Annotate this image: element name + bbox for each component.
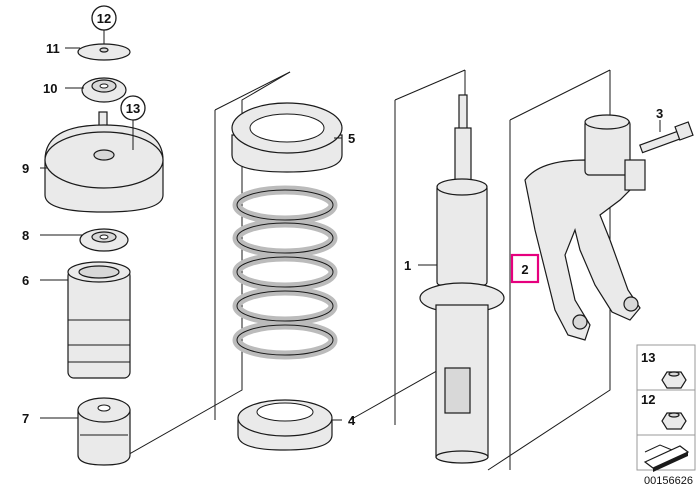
part-10-mount: [81, 77, 127, 103]
part-12-washer: [77, 43, 131, 61]
callout-8: 8: [22, 228, 29, 243]
leader-lines: [40, 30, 661, 421]
callout-3: 3: [656, 106, 663, 121]
callout-10: 10: [43, 81, 57, 96]
part-8-washer: [79, 228, 129, 252]
part-6-dust-boot: [67, 261, 131, 379]
callout-5: 5: [348, 131, 355, 146]
callout-2-highlighted: 2: [510, 253, 540, 284]
nut-12-icon: [661, 412, 687, 430]
legend-13-label: 13: [641, 350, 655, 365]
callout-11: 11: [46, 41, 60, 56]
part-1-strut: [419, 94, 505, 464]
callout-12: 12: [91, 5, 117, 31]
part-7-bump-stop: [77, 397, 131, 466]
legend-12-label: 12: [641, 392, 655, 407]
part-5-spring-seat: [231, 102, 343, 173]
coil-spring: [232, 185, 338, 360]
callout-7: 7: [22, 411, 29, 426]
nut-13-icon: [661, 371, 687, 389]
callout-6: 6: [22, 273, 29, 288]
callout-9: 9: [22, 161, 29, 176]
callout-1: 1: [404, 258, 411, 273]
part-2-knuckle: [524, 114, 646, 341]
callout-12-text: 12: [97, 11, 111, 26]
part-4-spring-pad: [237, 399, 333, 451]
callout-13: 13: [120, 95, 146, 121]
part-3-bolt: [639, 121, 694, 154]
callout-2-text: 2: [521, 262, 528, 277]
part-9-top-mount: [44, 124, 164, 213]
legend-panel: 13 12: [636, 344, 696, 472]
callout-13-text: 13: [126, 101, 140, 116]
separator-lines: [109, 69, 611, 471]
callout-4: 4: [348, 413, 356, 428]
diagram-id: 00156626: [644, 475, 693, 487]
direction-arrow-icon: [643, 444, 690, 472]
